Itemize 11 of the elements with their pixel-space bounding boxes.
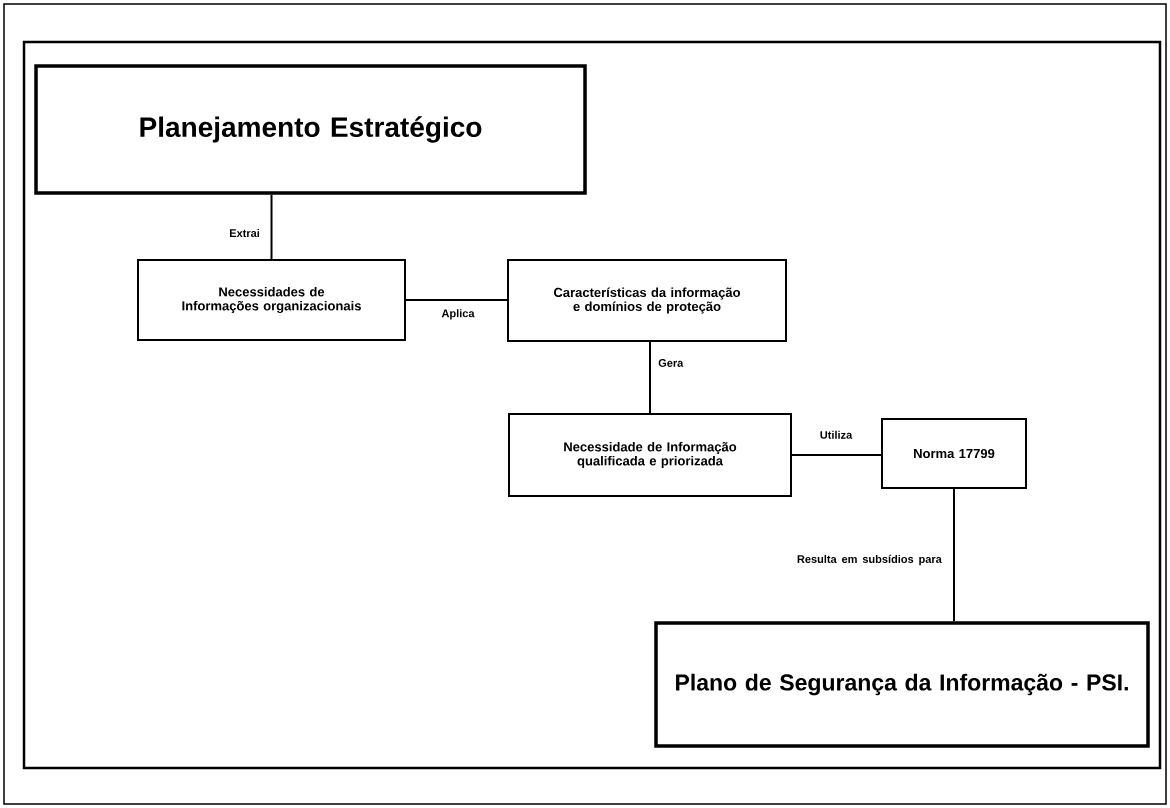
process-box: Plano de Segurança da Informação - PSI.: [654, 621, 1150, 748]
process-box: Norma 17799: [881, 418, 1027, 489]
edge-label: Gera: [658, 359, 684, 367]
process-box: Planejamento Estratégico: [34, 64, 587, 195]
edge-label: Resulta em subsídios para: [797, 554, 942, 566]
edge-label: Aplica: [441, 309, 475, 320]
process-box: Necessidades de Informações organizacionais: [137, 259, 406, 341]
edge-label: Extrai: [229, 228, 259, 238]
process-box: Necessidade de Informação qualificada e priorizada: [508, 413, 792, 497]
edge-label: Utiliza: [820, 430, 853, 439]
process-box: Características da informação e domínios de proteção: [507, 259, 787, 342]
